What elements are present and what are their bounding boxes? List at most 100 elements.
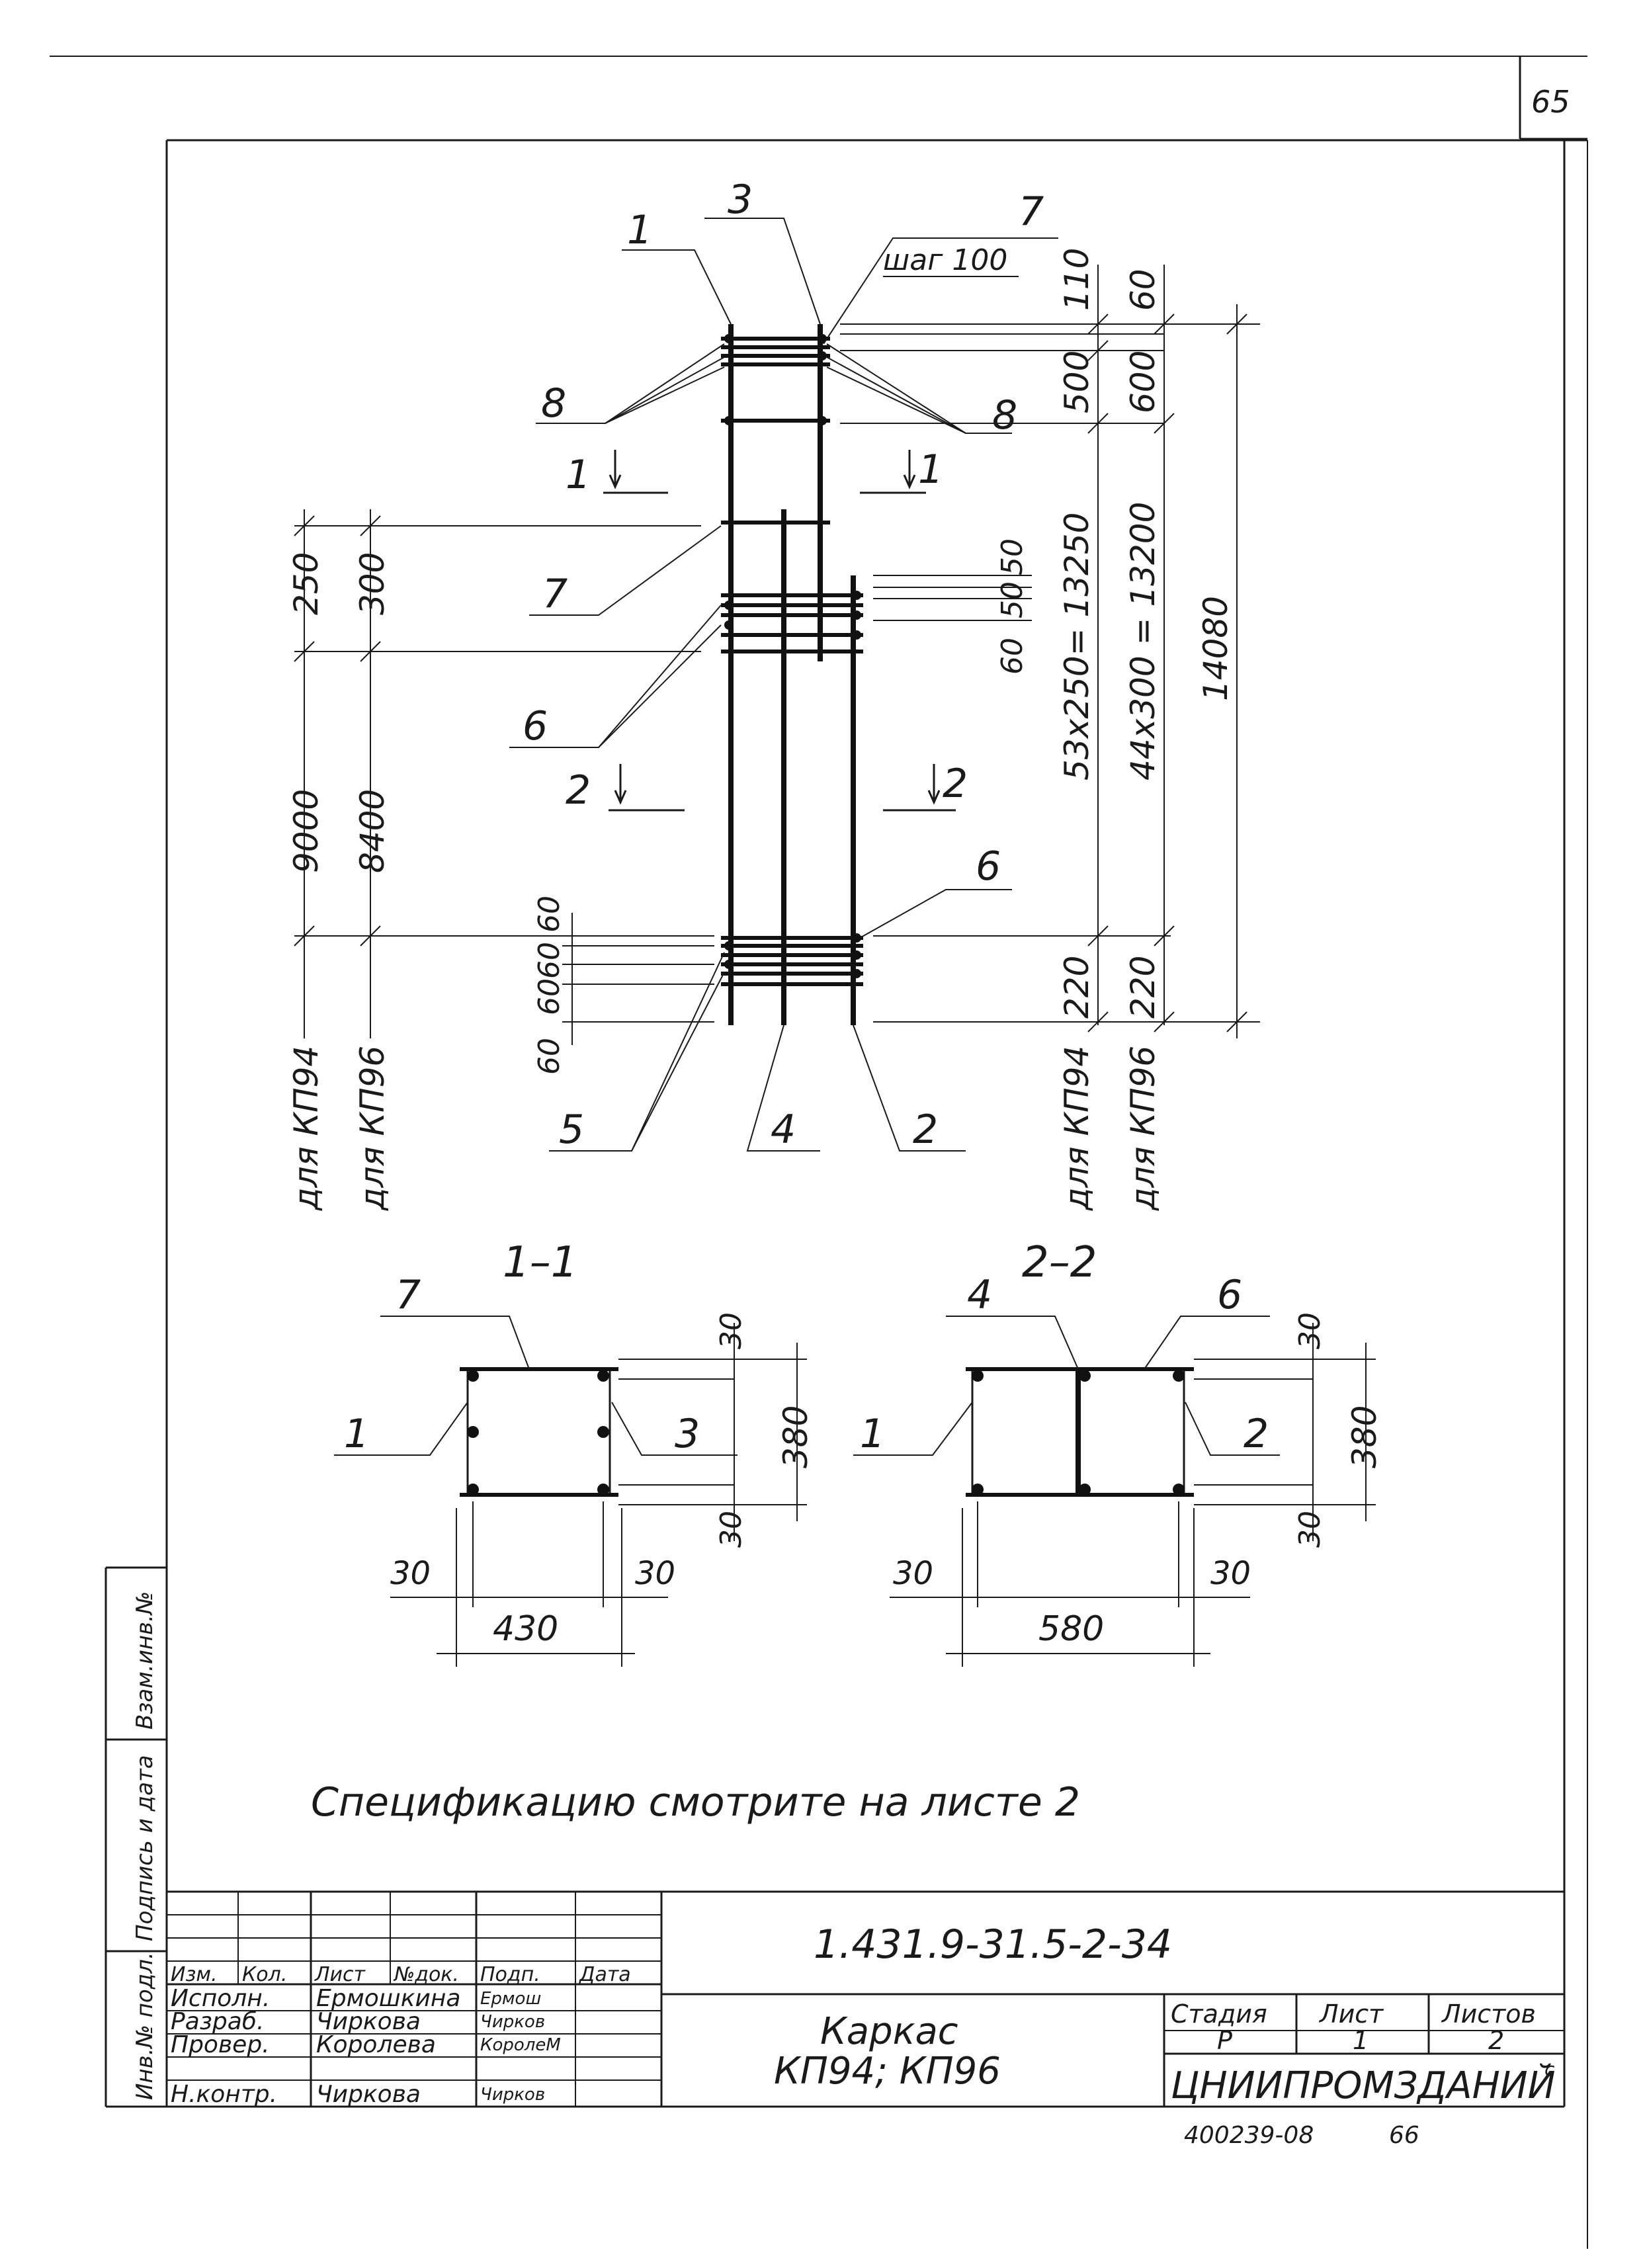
note-kp96-left: для КП96 [353,1046,392,1211]
dim-44x300: 44x300 = 13200 [1124,502,1162,780]
svg-text:1: 1 [566,452,591,498]
leader-6-right [859,889,1012,939]
weld-point [818,334,827,343]
weld-point [818,351,827,360]
weld-point [724,620,734,630]
sheet-label: Лист [1318,1999,1384,2029]
leader-8-right [826,366,966,434]
dim-60-b: 60 [532,942,566,979]
callout-8-left: 8 [541,380,566,427]
dim-60-a: 60 [532,896,566,933]
dim-300: 300 [353,552,392,615]
weld-point [852,933,861,943]
rebar-dot [467,1484,479,1495]
section-1-dim-30-top: 30 [714,1312,748,1349]
leader-7-mid [529,525,722,616]
name-koroleva: Королева [316,2031,436,2058]
dim-500: 500 [1058,351,1096,413]
dim-9000: 9000 [287,789,325,873]
weld-point [724,334,734,343]
rebar-dot [972,1370,984,1382]
name-chirkova-nkontr: Чиркова [316,2081,421,2108]
leader-8-left [605,366,725,424]
section-1-dim-30-bottom: 30 [714,1511,748,1548]
callout-7-mid: 7 [542,571,568,617]
org-name: ЦНИИПРОМЗДАНИЙ [1171,2064,1556,2107]
callout-5: 5 [559,1107,584,1153]
section-2-2: 2–2 4 6 1 2 30 380 30 30 30 58 [853,1238,1384,1667]
rebar-dot [597,1370,609,1382]
dim-50-a: 50 [995,581,1029,618]
section-mark-2-left: 2 [566,764,685,814]
dim-220-a: 220 [1058,956,1096,1019]
section-2-leader-2 [1185,1402,1280,1456]
rebar-dot [972,1484,984,1495]
leader-5 [631,972,725,1152]
org-mark: с [1544,2058,1555,2080]
header-data: Дата [578,1963,631,1986]
dim-14080: 14080 [1197,596,1235,701]
strip-signature-label: Подпись и дата [132,1755,158,1941]
spec-note: Спецификацию смотрите на листе 2 [311,1779,1080,1826]
footer-page: 66 [1389,2122,1419,2149]
callout-3: 3 [728,177,753,223]
dim-60-d: 60 [532,1038,566,1075]
dim-250: 250 [287,552,325,615]
dim-60-top: 60 [1124,269,1162,311]
dim-60-c: 60 [532,978,566,1015]
rebar-dot [467,1426,479,1438]
footer-stamp: 400239-08 [1184,2122,1314,2149]
leader-2 [853,1025,966,1152]
role-prover: Провер. [171,2031,270,2058]
callout-2: 2 [913,1107,938,1153]
main-elevation: 1 3 7 8 8 7 6 6 5 4 2 шаг 100 1 1 2 [287,177,1260,1211]
svg-text:2: 2 [566,767,591,814]
signature-4: Чирков [480,2085,545,2105]
sheet-number-top: 65 [1531,84,1570,120]
name-ermoshkina: Ермошкина [316,1985,460,2012]
strip-inventory-label: Инв.№ подл. [132,1952,158,2100]
rebar-dot [1079,1370,1091,1382]
section-1-callout-3: 3 [675,1411,700,1457]
section-1-leader-1 [334,1402,468,1456]
title-line-2: КП94; КП96 [774,2050,1001,2093]
weld-point [852,591,861,600]
callout-1: 1 [627,207,652,253]
dim-600: 600 [1124,351,1162,413]
rebar-dot [1079,1484,1091,1495]
title-block [167,1890,1564,2107]
weld-point [724,601,734,610]
leader-8-left [605,357,725,424]
rebar-dot [597,1484,609,1495]
weld-point [852,610,861,620]
weld-point [724,416,734,425]
weld-point [852,630,861,640]
stage-value: Р [1217,2026,1232,2055]
dim-8400: 8400 [353,789,392,873]
leader-7-top [823,237,1058,345]
note-kp94-left: для КП94 [287,1046,325,1211]
right-dimensions [840,265,1260,1038]
stage-label: Стадия [1171,1999,1267,2029]
callout-4: 4 [771,1107,796,1153]
section-2-leader-6 [1144,1316,1270,1370]
signature-3: КоролеМ [480,2035,561,2055]
section-2-title: 2–2 [1022,1238,1097,1287]
section-2-dim-30-top: 30 [1293,1312,1327,1349]
dim-110: 110 [1058,248,1096,311]
weld-point [818,416,827,425]
header-podp: Подп. [480,1963,540,1986]
header-izm: Изм. [171,1963,218,1986]
role-ispoln: Исполн. [171,1985,270,2012]
section-2-callout-4: 4 [967,1272,992,1318]
dim-220-b: 220 [1124,956,1162,1019]
leader-1 [622,249,732,325]
callout-6-left: 6 [523,703,548,749]
section-2-dim-580: 580 [1038,1609,1104,1649]
role-razrab: Разраб. [171,2008,264,2035]
strip-replace-label: Взам.инв.№ [132,1591,158,1730]
weld-point [724,941,734,950]
callout-8-right: 8 [992,392,1017,439]
sheet-value: 1 [1353,2026,1369,2055]
